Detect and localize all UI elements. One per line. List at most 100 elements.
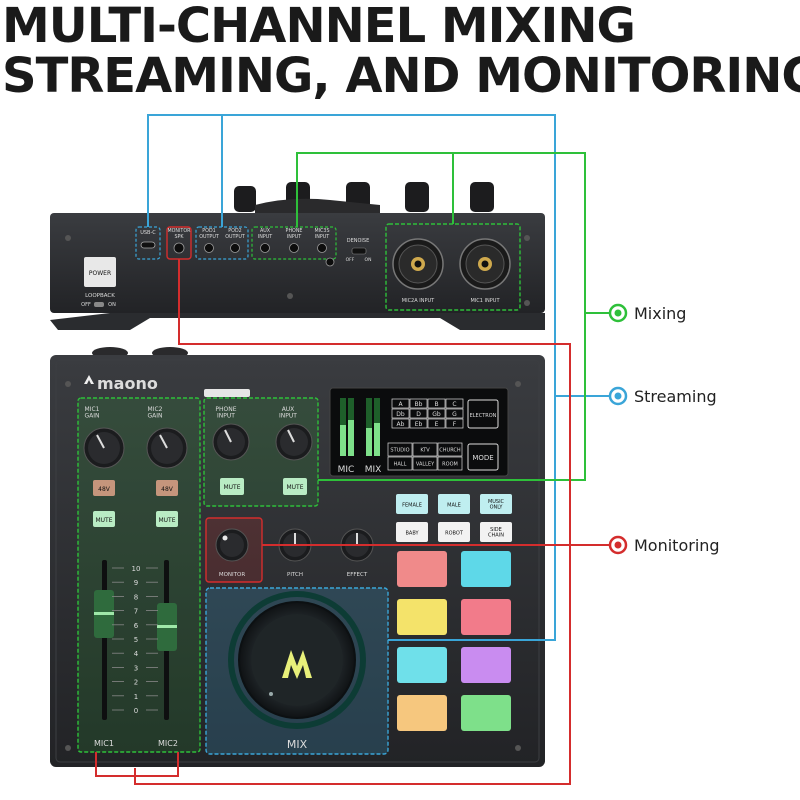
mic2a-xlr-jack[interactable] — [392, 238, 444, 290]
key-button[interactable]: Ab — [391, 418, 410, 429]
denoise-switch[interactable] — [351, 247, 367, 255]
pod2-output-label: OUTPUT — [225, 234, 245, 240]
sound-pad[interactable] — [397, 551, 447, 587]
key-button[interactable]: B — [427, 398, 446, 409]
fader-scale-label: 6 — [134, 622, 139, 630]
scene-button[interactable]: HALL — [387, 456, 413, 471]
sound-pad[interactable] — [397, 695, 447, 731]
key-button[interactable]: C — [445, 398, 464, 409]
pod1-jack[interactable] — [204, 243, 214, 253]
mic2-channel-label: MIC2 — [158, 739, 178, 748]
phone-input-knob[interactable] — [212, 423, 250, 461]
scene-button[interactable]: STUDIO — [387, 442, 413, 457]
mic3-jack-lower[interactable] — [325, 257, 335, 267]
aux-mute-label: MUTE — [286, 484, 303, 491]
connection-lines — [95, 114, 628, 785]
rear-mic3-input-label: INPUT — [315, 234, 329, 240]
mic1-gain-knob[interactable] — [83, 427, 125, 469]
usb-label: USB-C — [140, 230, 156, 236]
mic2-48v-button[interactable]: 48V — [156, 480, 178, 496]
key-label: Db — [396, 411, 405, 418]
scene-label: ROOM — [442, 462, 458, 468]
sound-pad[interactable] — [461, 695, 511, 731]
fader-scale-label: 1 — [134, 693, 138, 701]
mic1-mute-button[interactable]: MUTE — [93, 511, 115, 527]
voice-label: ROBOT — [445, 531, 464, 537]
key-label: C — [452, 401, 456, 408]
voice-button[interactable]: BABY — [396, 522, 428, 542]
key-button[interactable]: Eb — [409, 418, 428, 429]
pitch-label: PITCH — [287, 572, 303, 578]
effect-label: EFFECT — [347, 572, 368, 578]
sound-pad[interactable] — [461, 599, 511, 635]
key-button[interactable]: F — [445, 418, 464, 429]
electron-button[interactable]: ELECTRON — [467, 399, 499, 429]
fader-scale-label: 8 — [134, 593, 138, 601]
mic1-fader-cap[interactable] — [94, 590, 114, 638]
sound-pad[interactable] — [397, 647, 447, 683]
scene-button[interactable]: CHURCH — [437, 442, 463, 457]
key-button[interactable]: Gb — [427, 408, 446, 419]
scene-label: VALLEY — [416, 462, 435, 468]
key-button[interactable]: G — [445, 408, 464, 419]
key-button[interactable]: E — [427, 418, 446, 429]
monitoring-dot — [608, 535, 628, 555]
meter-mix-label: MIX — [365, 465, 382, 475]
mic3-jack[interactable] — [317, 243, 327, 253]
voice-button[interactable]: MALE — [438, 494, 470, 514]
sound-pad[interactable] — [461, 551, 511, 587]
monitor-port-label: MONITOR — [168, 228, 192, 234]
fader-scale-label: 7 — [134, 608, 138, 616]
fader-scale-label: 4 — [134, 650, 139, 658]
mic1-48v-button[interactable]: 48V — [93, 480, 115, 496]
scene-label: HALL — [394, 462, 407, 468]
key-button[interactable]: A — [391, 398, 410, 409]
mic2-fader-cap[interactable] — [157, 603, 177, 651]
mic1-xlr-jack[interactable] — [459, 238, 511, 290]
rear-aux-label: AUX — [260, 228, 271, 234]
mic1-fader-track — [102, 560, 107, 720]
loopback-off-label: OFF — [81, 302, 91, 308]
aux-jack[interactable] — [260, 243, 270, 253]
usb-c-port[interactable] — [140, 241, 156, 249]
key-button[interactable]: Db — [391, 408, 410, 419]
key-button[interactable]: D — [409, 408, 428, 419]
phone-mute-button[interactable]: MUTE — [220, 478, 244, 495]
mix-jog-wheel[interactable] — [228, 591, 366, 729]
rear-phone-input-label: INPUT — [287, 234, 301, 240]
rear-phone-label: PHONE — [286, 228, 303, 234]
voice-label: FEMALE — [402, 503, 422, 509]
mic1-channel-label: MIC1 — [94, 739, 114, 748]
headline-line-2: STREAMING, AND MONITORING — [2, 48, 800, 104]
mode-button[interactable]: MODE — [467, 443, 499, 471]
voice-button[interactable]: FEMALE — [396, 494, 428, 514]
aux-input-knob[interactable] — [275, 423, 313, 461]
key-button[interactable]: Bb — [409, 398, 428, 409]
scene-button[interactable]: VALLEY — [412, 456, 438, 471]
aux-mute-button[interactable]: MUTE — [283, 478, 307, 495]
loopback-switch[interactable] — [94, 302, 104, 307]
sound-pad[interactable] — [461, 647, 511, 683]
sound-pads — [397, 551, 511, 731]
callout-monitoring: Monitoring — [634, 536, 720, 555]
electron-label: ELECTRON — [470, 413, 497, 419]
voice-button[interactable]: ROBOT — [438, 522, 470, 542]
monitor-jack[interactable] — [173, 242, 185, 254]
pod2-jack[interactable] — [230, 243, 240, 253]
phone-jack[interactable] — [289, 243, 299, 253]
spk-label: SPK — [174, 234, 184, 240]
scene-button[interactable]: ROOM — [437, 456, 463, 471]
power-switch[interactable]: POWER — [84, 257, 116, 287]
mic2-gain-knob[interactable] — [146, 427, 188, 469]
sound-pad[interactable] — [397, 599, 447, 635]
monitor-knob[interactable] — [215, 528, 249, 562]
voice-label: MALE — [447, 503, 461, 509]
scene-button[interactable]: KTV — [412, 442, 438, 457]
mic2-mute-button[interactable]: MUTE — [156, 511, 178, 527]
